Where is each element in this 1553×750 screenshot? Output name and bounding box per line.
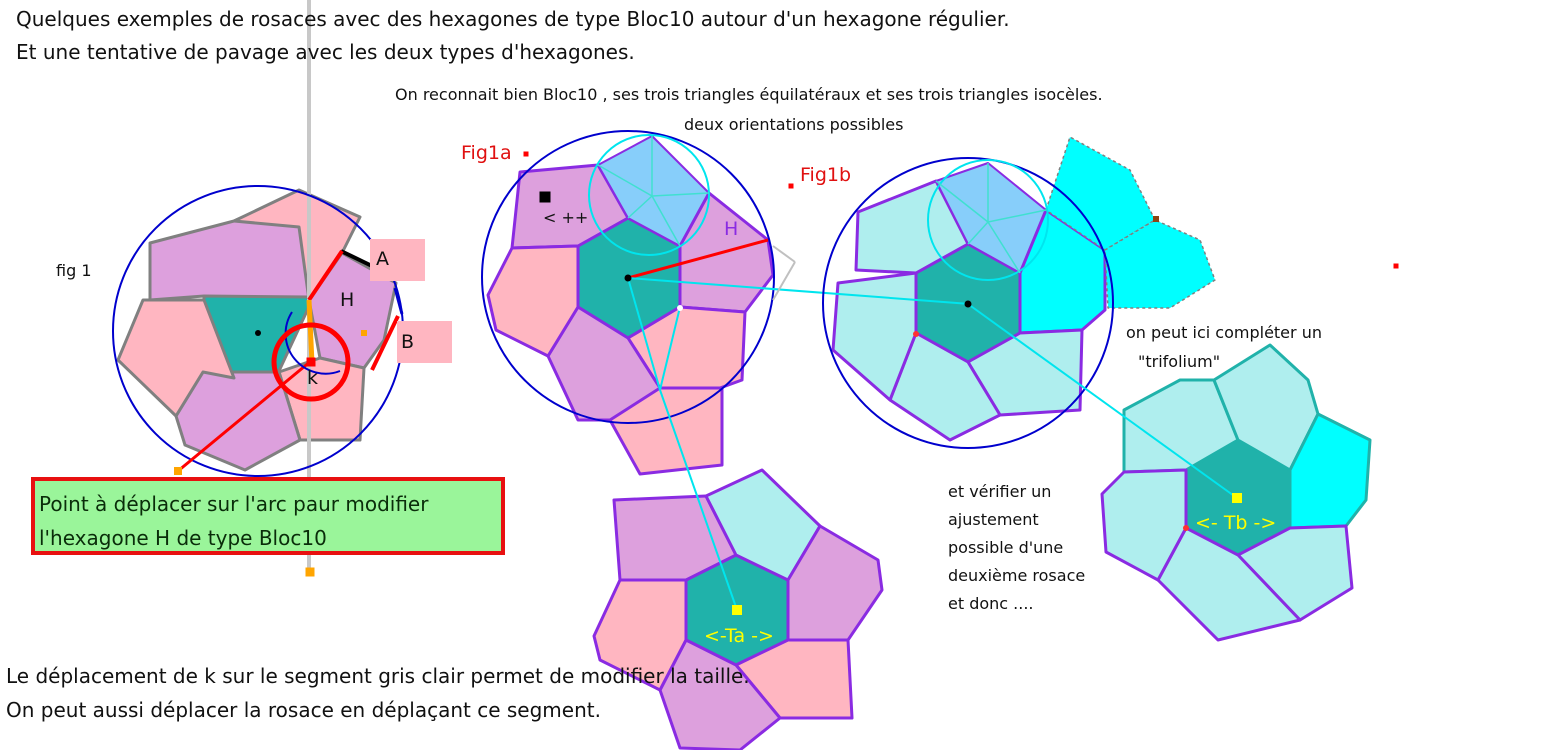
title-line-2: Et une tentative de pavage avec les deux…	[16, 40, 635, 64]
fig1b-circumcircle	[822, 157, 1114, 449]
fig1-k-circle	[271, 322, 351, 402]
fig1-A-box	[370, 239, 425, 281]
fig1-B-box	[397, 321, 452, 363]
rosaceTb-hexagon-bottom-right	[1236, 524, 1354, 622]
point-label-k[interactable]: k	[307, 367, 319, 389]
fig1-edge-A	[340, 249, 373, 268]
fig1b-center-dot	[964, 300, 972, 308]
fig1-hexagon-left	[116, 298, 236, 418]
fig1a-tri-4	[627, 195, 653, 219]
note-complete-1: on peut ici compléter un	[1126, 323, 1322, 342]
callout-line-1: Point à déplacer sur l'arc paur modifier	[39, 492, 429, 516]
fig1b-bloc10-circle	[927, 159, 1049, 281]
fig1a-tri-3	[651, 192, 710, 197]
fig1-red-radius	[177, 359, 312, 473]
fig1a-dash-2	[772, 261, 796, 301]
translation-label-Tb[interactable]: <- Tb ->	[1195, 512, 1277, 534]
fig1b-trifolium-hexagon-1	[1045, 136, 1156, 251]
rosaceTb-point	[1232, 493, 1242, 503]
point-label-A: A	[376, 248, 389, 270]
fig1b-hexagon-left	[831, 271, 918, 402]
fig1-edge-red-2	[370, 315, 400, 371]
fig1-edge-red-1	[307, 249, 344, 302]
fig1b-tri-2	[935, 180, 989, 223]
callout-box: Point à déplacer sur l'arc paur modifier…	[31, 477, 505, 555]
fig1b-trifolium-hexagon-2	[1104, 219, 1216, 309]
fig1a-label-point	[523, 151, 529, 157]
rosaceTb-red-dot	[1183, 525, 1189, 531]
fig1a-cyan-line-4	[659, 389, 738, 611]
fig1-orange-small	[361, 330, 367, 336]
fig1a-dash-1	[772, 245, 796, 263]
label-fig1a: Fig1a	[461, 142, 512, 164]
translation-label-Ta[interactable]: <-Ta ->	[704, 625, 774, 647]
fig1-blue-tick	[393, 287, 404, 315]
fig1b-red-dot	[913, 331, 919, 337]
hexagon-label-H-fig1: H	[340, 289, 355, 311]
rosaceTa-hexagon-left	[592, 578, 688, 692]
fig1a-control-square	[539, 191, 551, 203]
fig1-k-point	[306, 357, 316, 367]
fig1a-tri-2	[597, 164, 653, 197]
fig1-center-dot	[255, 330, 261, 336]
label-fig1: fig 1	[56, 261, 92, 280]
fig1-orange-edge	[306, 299, 315, 364]
note-verify-5: et donc ....	[948, 594, 1034, 613]
fig1a-hexagon-bottom-extra	[608, 386, 724, 476]
far-red-point	[1393, 263, 1399, 269]
title-line-1: Quelques exemples de rosaces avec des he…	[16, 7, 1010, 31]
fig1a-white-dot	[677, 305, 683, 311]
note-recognize: On reconnait bien Bloc10 , ses trois tri…	[395, 85, 1103, 104]
fig1-arc	[284, 311, 341, 375]
fig1b-tri-5	[987, 221, 1021, 274]
fig1b-tri-3	[987, 209, 1047, 223]
label-fig1b: Fig1b	[800, 164, 852, 186]
note-verify-2: ajustement	[948, 510, 1039, 529]
fig1b-cyan-line	[967, 303, 1238, 499]
fig1b-label-point	[788, 183, 794, 189]
fig1a-cyan-line-1	[627, 277, 971, 305]
fig1a-cyan-line-2	[627, 277, 661, 391]
footer-line-2: On peut aussi déplacer la rosace en dépl…	[6, 698, 601, 722]
fig1-orange-end-point	[174, 467, 182, 475]
fig1b-brown-point	[1153, 216, 1159, 222]
resize-segment-end	[305, 567, 315, 577]
note-verify-4: deuxième rosace	[948, 566, 1086, 585]
fig1a-tri-5	[651, 195, 681, 247]
rosaceTb-hexagon-left	[1100, 468, 1188, 582]
fig1a-circumcircle	[481, 130, 775, 424]
note-orientations: deux orientations possibles	[684, 115, 904, 134]
rosaceTa-point	[732, 605, 742, 615]
fig1a-cyan-line-3	[659, 306, 681, 391]
note-complete-2: "trifolium"	[1138, 352, 1221, 371]
fig1b-hexagon-bottom-right	[966, 328, 1084, 417]
fig1a-red-radius	[627, 238, 769, 280]
callout-line-2: l'hexagone H de type Bloc10	[39, 526, 327, 550]
point-label-B: B	[401, 331, 415, 353]
control-label-plus[interactable]: < ++	[543, 208, 589, 227]
note-verify-1: et vérifier un	[948, 482, 1052, 501]
fig1a-center-dot	[624, 274, 632, 282]
hexagon-label-H-fig1a: H	[724, 218, 739, 240]
fig1a-hexagon-left	[486, 244, 580, 358]
note-verify-3: possible d'une	[948, 538, 1064, 557]
fig1b-tri-4	[967, 221, 989, 245]
fig1a-bloc10-circle	[588, 134, 710, 256]
footer-line-1: Le déplacement de k sur le segment gris …	[6, 664, 750, 688]
